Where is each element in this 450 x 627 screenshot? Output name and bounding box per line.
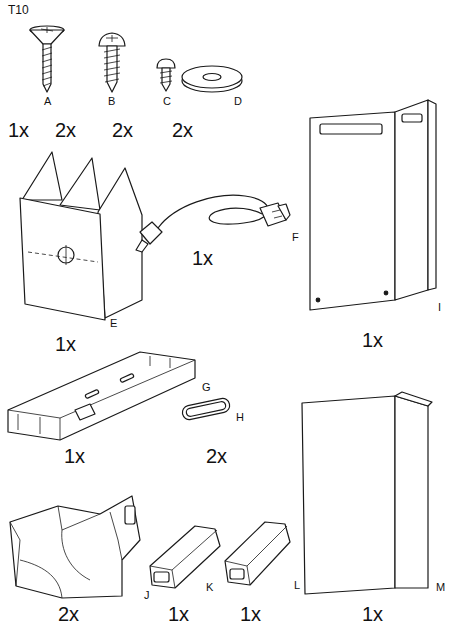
template-e <box>20 152 142 320</box>
quantity: 1x <box>64 446 85 466</box>
part-letter: C <box>163 96 171 107</box>
quantity: 1x <box>8 120 29 140</box>
part-letter: H <box>236 412 244 423</box>
quantity: 2x <box>112 120 133 140</box>
screw-type: T10 <box>8 4 29 16</box>
quantity: 1x <box>168 604 189 624</box>
part-letter: A <box>44 96 51 107</box>
duct-l <box>225 522 290 585</box>
screw-a <box>30 26 64 92</box>
screw-b <box>99 33 125 92</box>
chimney-lower-m <box>302 392 432 594</box>
quantity: 2x <box>206 446 227 466</box>
quantity: 2x <box>172 120 193 140</box>
duct-k <box>150 526 220 588</box>
chimney-upper-i <box>310 100 436 310</box>
part-letter: G <box>202 382 211 393</box>
part-letter: K <box>206 582 213 593</box>
quantity: 1x <box>55 334 76 354</box>
part-letter: D <box>234 96 242 107</box>
cable-f <box>136 195 290 252</box>
quantity: 2x <box>58 604 79 624</box>
quantity: 1x <box>240 604 261 624</box>
part-letter: B <box>108 96 115 107</box>
part-letter: M <box>436 582 445 593</box>
part-letter: J <box>144 590 150 601</box>
quantity: 1x <box>362 604 383 624</box>
quantity: 1x <box>362 330 383 350</box>
quantity: 1x <box>192 248 213 268</box>
part-letter: E <box>110 318 117 329</box>
washer-d <box>182 66 242 92</box>
quantity: 2x <box>55 120 76 140</box>
screw-c <box>157 59 175 91</box>
seal-h <box>181 397 231 421</box>
part-letter: F <box>292 232 299 243</box>
bracket-g <box>8 352 195 440</box>
part-letter: I <box>438 302 441 313</box>
adaptor-j <box>10 496 140 598</box>
part-letter: L <box>294 580 300 591</box>
